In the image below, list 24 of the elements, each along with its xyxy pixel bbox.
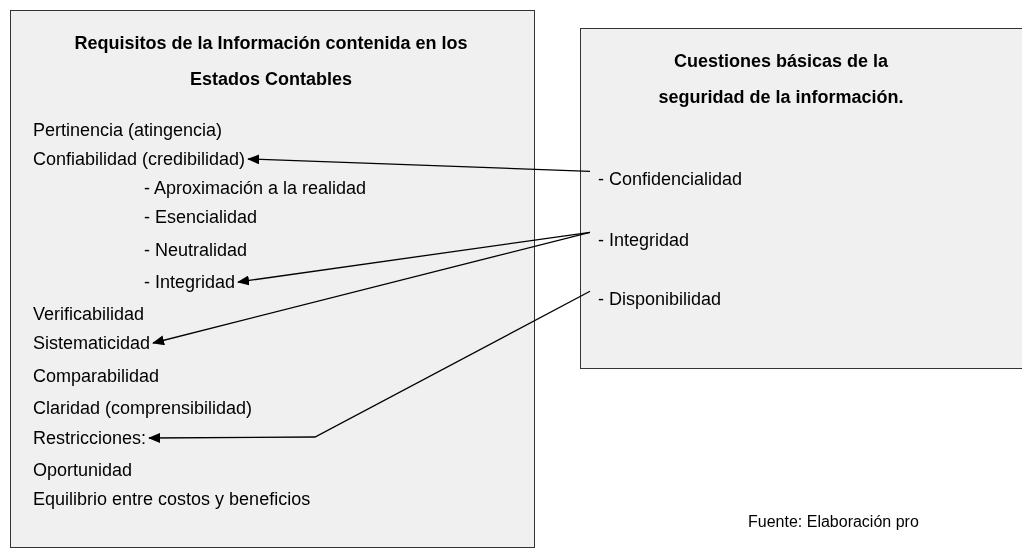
- list-item: - Integridad: [144, 271, 236, 293]
- box-heading: Cuestiones básicas de la seguridad de la información.: [657, 50, 905, 109]
- box-heading: Requisitos de la Información contenida en los Estados Contables: [73, 32, 469, 91]
- list-item: - Disponibilidad: [598, 288, 722, 310]
- list-item: - Confidencialidad: [598, 168, 743, 190]
- list-item: Oportunidad: [33, 459, 133, 481]
- list-item: - Integridad: [598, 229, 690, 251]
- list-item: - Neutralidad: [144, 239, 248, 261]
- list-item: Restricciones:: [33, 427, 147, 449]
- arrow: [152, 231, 591, 346]
- list-item: Sistematicidad: [33, 332, 151, 354]
- list-item: Comparabilidad: [33, 365, 160, 387]
- source-note: Fuente: Elaboración pro: [748, 512, 919, 532]
- list-item: Confiabilidad (credibilidad): [33, 148, 246, 170]
- list-item: Equilibrio entre costos y beneficios: [33, 488, 311, 510]
- list-item: - Esencialidad: [144, 206, 258, 228]
- list-item: Verificabilidad: [33, 303, 145, 325]
- text-box: [580, 28, 1022, 369]
- list-item: Pertinencia (atingencia): [33, 119, 223, 141]
- list-item: - Aproximación a la realidad: [144, 177, 367, 199]
- arrow: [148, 290, 591, 443]
- text-box: [10, 10, 535, 548]
- arrow: [247, 154, 591, 172]
- list-item: Claridad (comprensibilidad): [33, 397, 253, 419]
